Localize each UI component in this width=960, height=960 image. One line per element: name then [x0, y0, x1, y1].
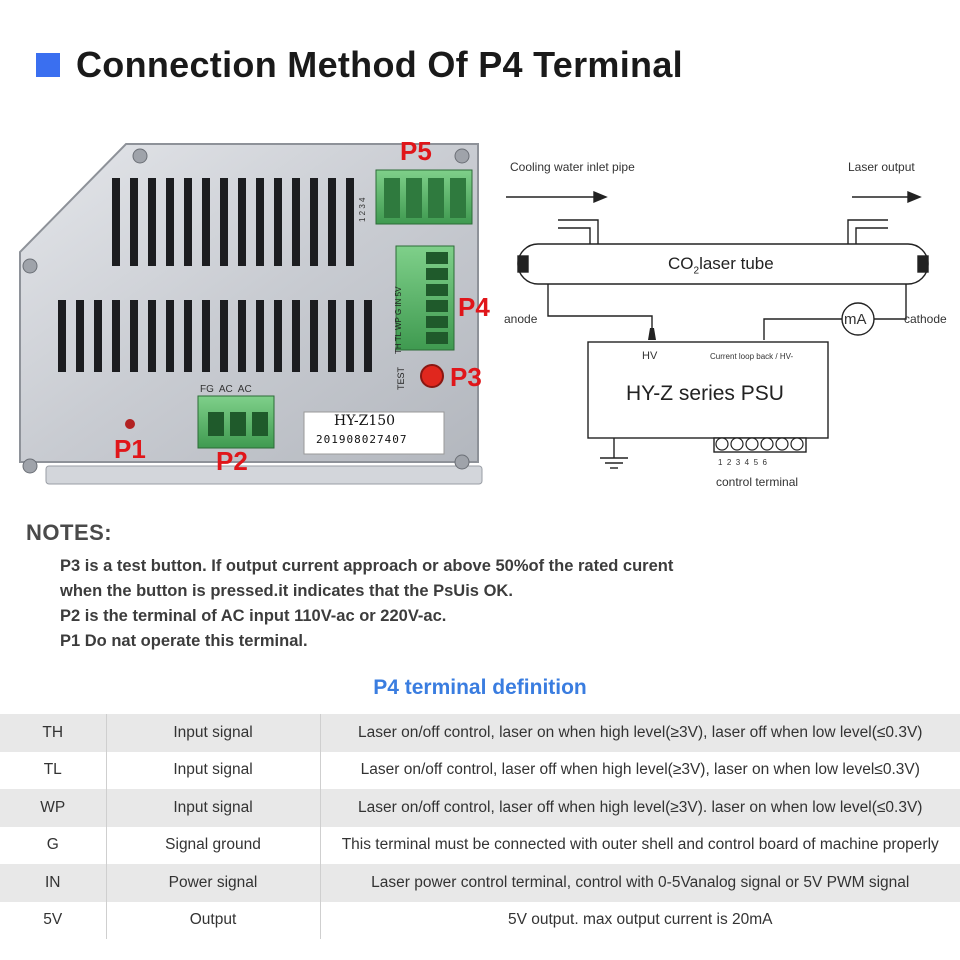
note-line: P3 is a test button. If output current a… — [60, 557, 674, 575]
table-row: TL Input signal Laser on/off control, la… — [0, 751, 960, 789]
pin-cell: TH — [0, 714, 107, 752]
table-row: TH Input signal Laser on/off control, la… — [0, 714, 960, 752]
p1-indicator — [125, 419, 135, 429]
control-terminal-pins — [715, 437, 804, 451]
outlet-pipe-inner — [855, 227, 888, 244]
pin-cell: G — [0, 826, 107, 864]
inlet-pipe — [558, 219, 599, 244]
label-p2: P2 — [216, 446, 248, 476]
page-header: Connection Method Of P4 Terminal — [36, 44, 683, 86]
cathode-label: cathode — [904, 312, 947, 326]
tube-label-subscript: 2 — [693, 265, 700, 277]
label-p1: P1 — [114, 434, 146, 464]
output-label: Laser output — [848, 160, 915, 174]
psu-label: HY-Z series PSU — [626, 382, 784, 405]
p3-test-button — [420, 364, 444, 388]
inlet-pipe-inner — [558, 227, 591, 244]
table-row: G Signal ground This terminal must be co… — [0, 826, 960, 864]
p2-terminal-block — [197, 395, 275, 449]
anode-label: anode — [504, 312, 538, 326]
loop-label: Current loop back / HV- — [710, 352, 794, 361]
note-line: P1 Do nat operate this terminal. — [60, 632, 308, 650]
type-cell: Input signal — [106, 714, 321, 752]
table-row: IN Power signal Laser power control term… — [0, 864, 960, 902]
screw-icons — [22, 148, 470, 474]
table-row: WP Input signal Laser on/off control, la… — [0, 789, 960, 827]
wiring-diagram-graphic — [506, 190, 929, 469]
serial-number: 201908027407 — [316, 433, 408, 446]
description-cell: Laser power control terminal, control wi… — [320, 864, 960, 902]
model-name: HY-Z150 — [334, 413, 396, 429]
page-title: Connection Method Of P4 Terminal — [76, 44, 683, 85]
tube-label-text-end: laser tube — [699, 254, 774, 273]
definition-title: P4 terminal definition — [373, 676, 587, 699]
title-bullet-square — [36, 53, 60, 77]
model-label-plate — [303, 411, 445, 455]
panel-bottom-rail — [45, 465, 483, 485]
p4-terminal-block — [395, 245, 455, 351]
pin-cell: TL — [0, 751, 107, 789]
notes-heading: NOTES: — [26, 520, 113, 545]
label-p4: P4 — [458, 292, 490, 322]
description-cell: Laser on/off control, laser off when hig… — [360, 761, 920, 779]
tube-label-text: CO — [668, 254, 694, 273]
outlet-pipe — [847, 219, 888, 244]
pin-cell: IN — [0, 864, 107, 902]
p4-definition-table: TH Input signal Laser on/off control, la… — [0, 714, 960, 939]
note-line: when the button is pressed.it indicates … — [60, 582, 513, 600]
cathode-wire — [874, 284, 907, 320]
tube-label: CO2laser tube — [668, 254, 774, 276]
ammeter — [841, 302, 875, 336]
psu-box — [587, 341, 829, 439]
description-cell: This terminal must be connected with out… — [341, 836, 939, 854]
pin-cell: 5V — [0, 901, 107, 939]
anode-wire — [547, 284, 653, 340]
notes-list: P3 is a test button. If output current a… — [60, 554, 940, 654]
description-cell: 5V output. max output current is 20mA — [508, 911, 773, 929]
p4-pin-names: TH TL WP G IN 5V — [394, 286, 403, 354]
inlet-label: Cooling water inlet pipe — [510, 160, 635, 174]
wiring-diagram: Cooling water inlet pipe Laser output CO… — [496, 140, 960, 500]
label-p3: P3 — [450, 362, 482, 392]
inlet-arrowhead — [593, 190, 608, 204]
p5-terminal-block — [375, 169, 473, 225]
psu-panel-graphic — [19, 143, 483, 485]
tube-end-right — [917, 255, 929, 273]
loop-wire — [763, 318, 842, 340]
type-cell: Power signal — [106, 864, 321, 902]
test-label: TEST — [396, 366, 406, 390]
p2-pin-names: FG AC AC — [200, 384, 252, 395]
psu-panel-photo: 1 2 3 4 TH TL WP G IN 5V TEST FG AC AC H… — [16, 136, 490, 490]
description-cell: Laser on/off control, laser off when hig… — [320, 789, 960, 827]
tube-end-left — [517, 255, 529, 273]
type-cell: Input signal — [106, 789, 321, 827]
lower-vent-slots — [58, 300, 372, 372]
type-cell: Signal ground — [106, 826, 321, 864]
output-arrowhead — [907, 190, 922, 204]
label-p5: P5 — [400, 136, 432, 166]
hv-connector — [648, 328, 656, 340]
note-line: P2 is the terminal of AC input 110V-ac o… — [60, 607, 447, 625]
type-cell: Input signal — [106, 751, 321, 789]
p5-pin-numbers: 1 2 3 4 — [358, 197, 367, 222]
type-cell: Output — [106, 901, 321, 939]
hv-label: HV — [642, 350, 658, 362]
control-numbers: 1 2 3 4 5 6 — [718, 458, 767, 467]
pin-cell: WP — [0, 789, 107, 827]
control-terminal-label: control terminal — [716, 475, 799, 489]
laser-tube — [517, 243, 929, 285]
ammeter-label: mA — [844, 311, 867, 328]
table-row: 5V Output 5V output. max output current … — [0, 901, 960, 939]
description-cell: Laser on/off control, laser on when high… — [320, 714, 960, 752]
upper-vent-slots — [112, 178, 354, 266]
